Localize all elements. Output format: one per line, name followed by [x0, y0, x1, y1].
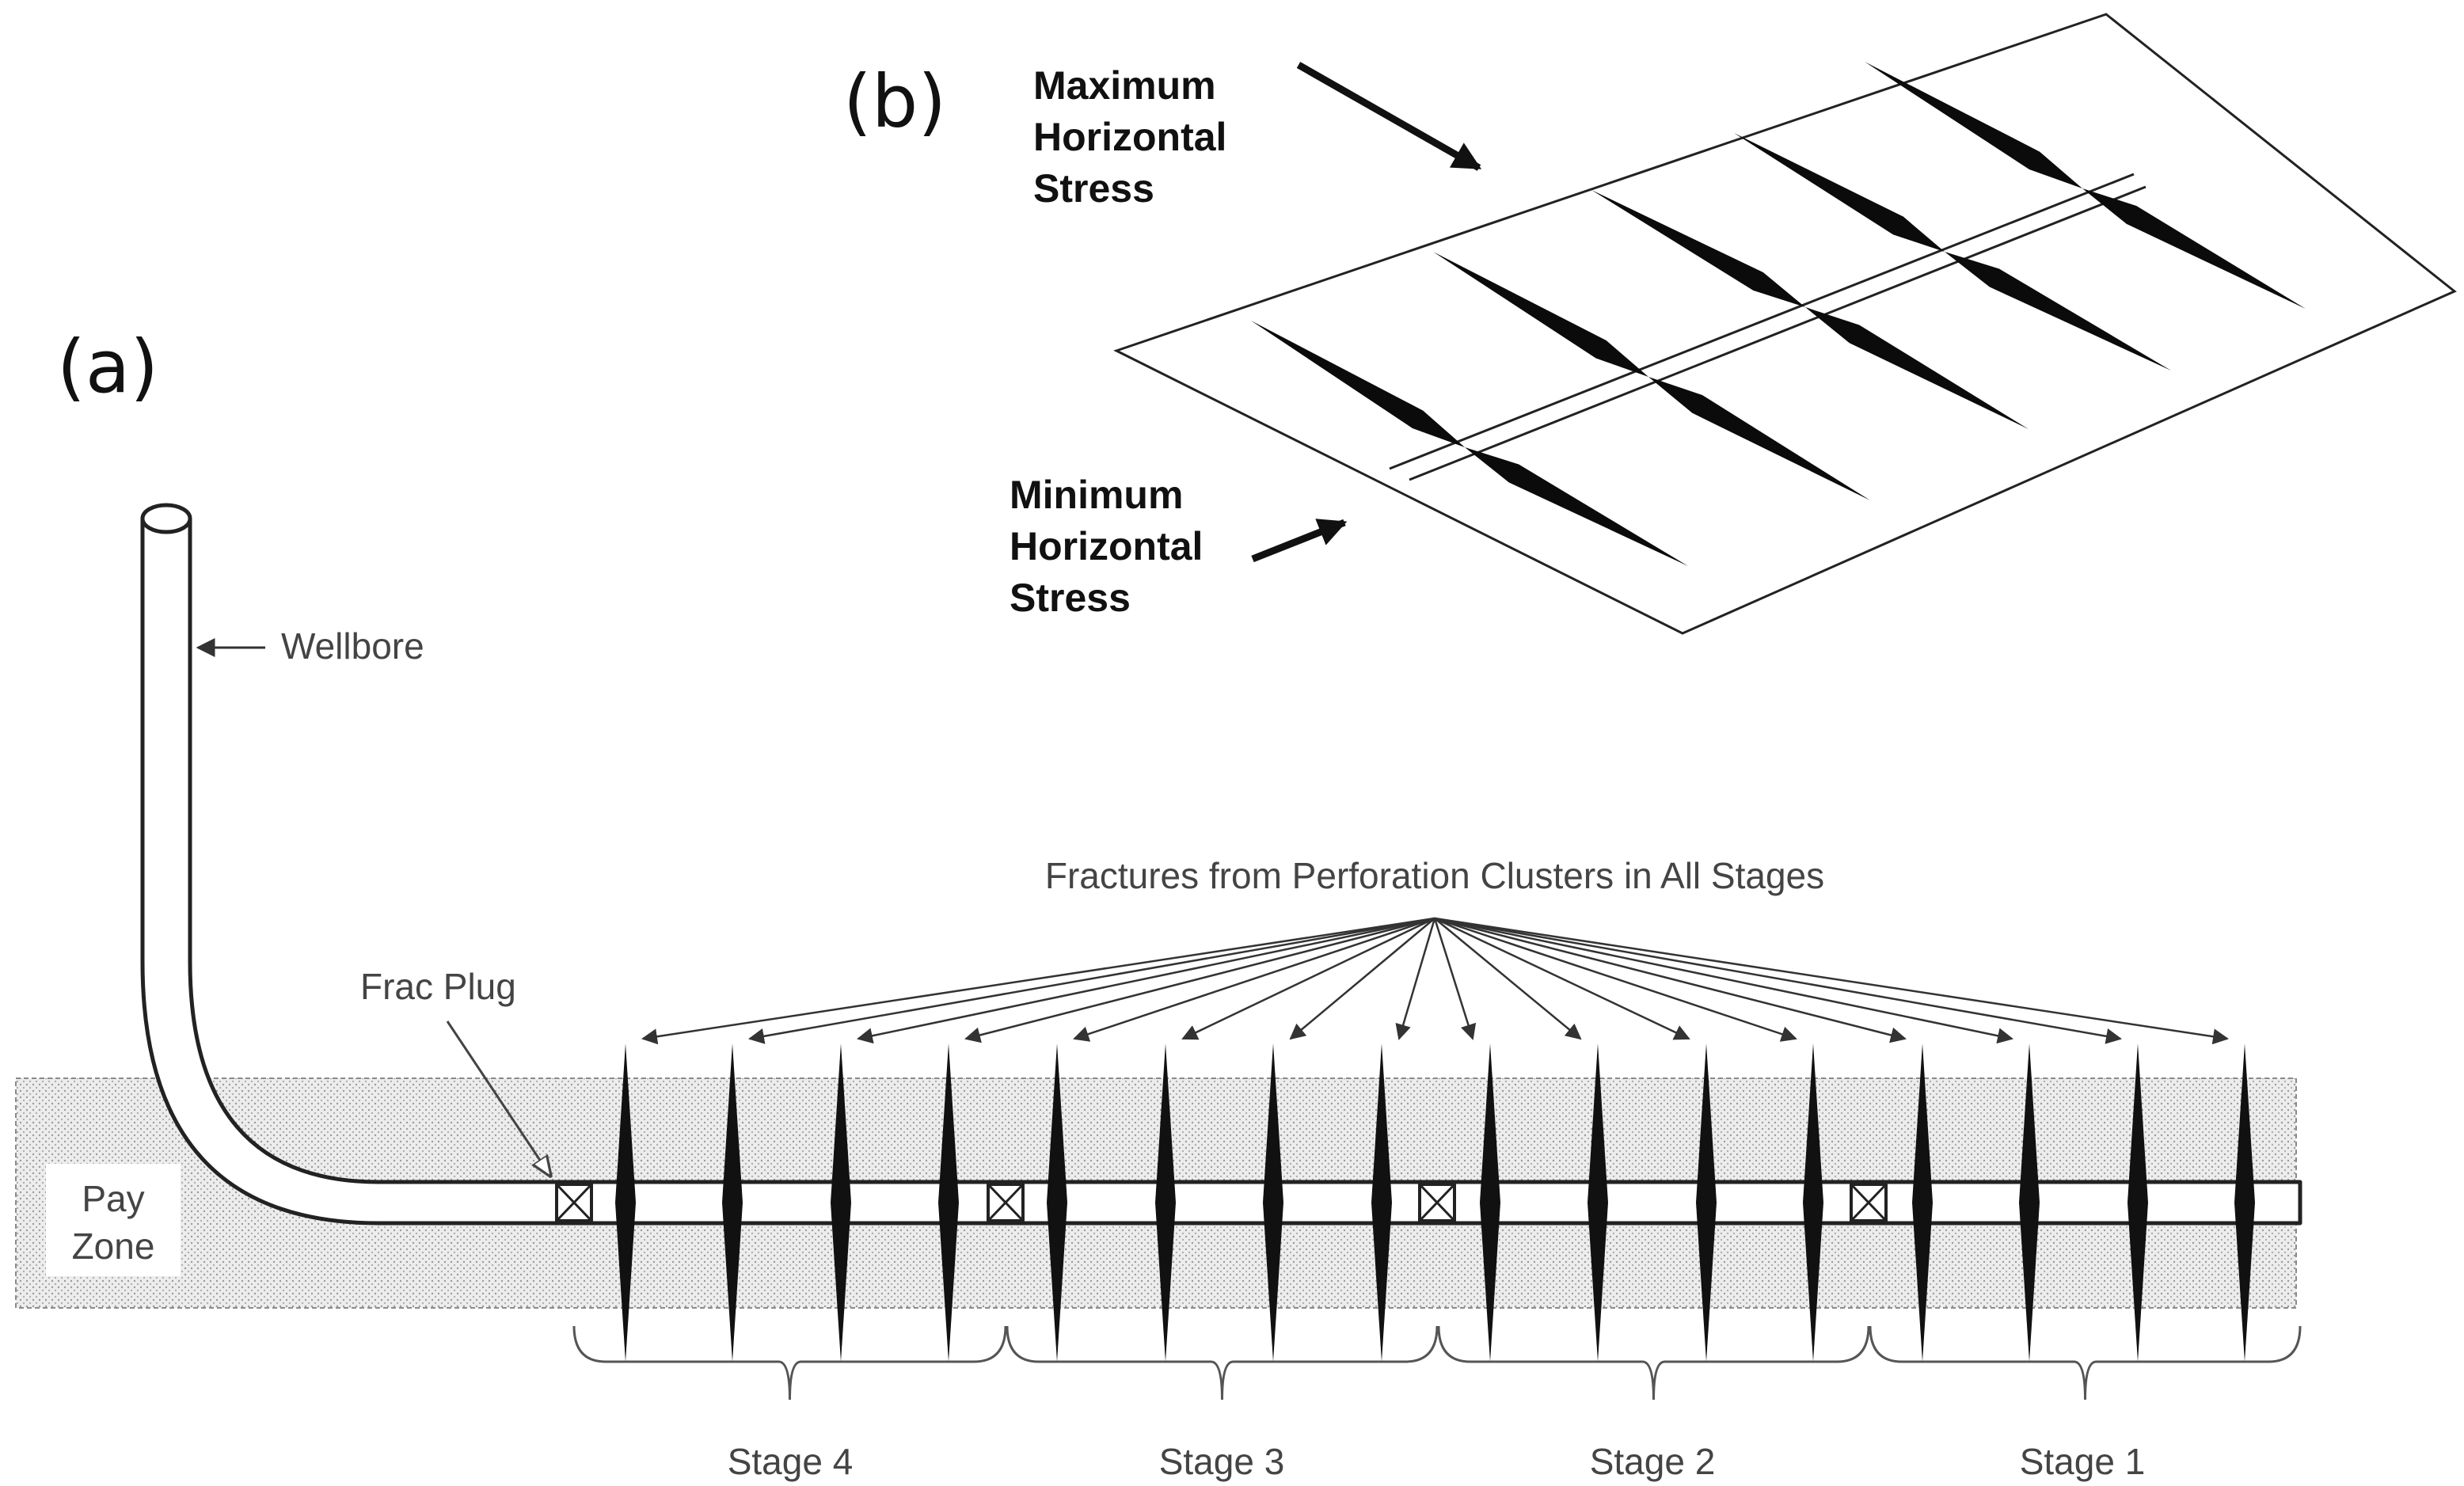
callout-arrow-7 — [1289, 918, 1435, 1040]
max-stress-label-line-3: Stress — [1033, 166, 1154, 211]
stage-brace-1 — [1869, 1325, 2302, 1400]
plane-fracture-2-left — [1433, 252, 1648, 377]
stage-brace-4 — [572, 1325, 1007, 1400]
callout-arrow-12 — [1434, 917, 1797, 1042]
perforation-fractures — [615, 1043, 2255, 1362]
fracture-9 — [1480, 1043, 1500, 1362]
fracture-12 — [1803, 1043, 1823, 1362]
fractures-label: Fractures from Perforation Clusters in A… — [1045, 855, 1824, 896]
pay-zone-label-line-1: Pay — [82, 1178, 144, 1219]
stage-labels: Stage 4 Stage 3 Stage 2 Stage 1 — [728, 1441, 2146, 1482]
min-stress-annotation: Minimum Horizontal Stress — [1010, 473, 1348, 620]
fracture-10 — [1588, 1043, 1608, 1362]
frac-plug-label: Frac Plug — [360, 966, 516, 1007]
callout-arrow-10 — [1434, 918, 1582, 1040]
plane-fractures — [1251, 62, 2306, 566]
wellbore-label: Wellbore — [281, 625, 424, 667]
frac-plug-2 — [987, 1183, 1025, 1222]
fracture-15 — [2127, 1043, 2148, 1362]
frac-plugs — [555, 1183, 1888, 1222]
fracture-6 — [1155, 1043, 1176, 1362]
max-stress-label-line-1: Maximum — [1033, 63, 1216, 108]
plane-fracture-4-right — [1945, 252, 2171, 371]
frac-plug-cross-b — [1850, 1183, 1888, 1222]
fracture-8 — [1371, 1043, 1392, 1362]
stage-label-1: Stage 1 — [2020, 1441, 2146, 1482]
callout-arrow-6 — [1181, 917, 1435, 1040]
plane-fracture-2-right — [1648, 377, 1870, 500]
plane-fracture-1-left — [1251, 321, 1465, 447]
min-stress-label-line-3: Stress — [1010, 576, 1131, 620]
stage-braces — [572, 1325, 2302, 1400]
stress-plane — [1113, 13, 2457, 635]
callout-arrow-4 — [964, 917, 1435, 1043]
fracture-7 — [1263, 1043, 1283, 1362]
min-stress-label-line-2: Horizontal — [1010, 524, 1203, 568]
fracture-3 — [831, 1043, 851, 1362]
plane-fracture-5-left — [1865, 62, 2082, 188]
fracture-5 — [1047, 1043, 1067, 1362]
fracture-4 — [938, 1043, 959, 1362]
pay-zone-label-box — [46, 1164, 181, 1276]
frac-plug-cross-b — [987, 1183, 1025, 1222]
plane-fracture-3-right — [1805, 307, 2029, 429]
frac-plug-label-arrow — [446, 1020, 550, 1176]
callout-arrow-11 — [1434, 917, 1690, 1040]
callout-arrow-16 — [1434, 917, 2229, 1045]
max-stress-arrow — [1296, 62, 1482, 171]
frac-plug-1 — [555, 1183, 593, 1222]
wellbore — [140, 519, 2302, 1226]
min-stress-arrow — [1251, 519, 1348, 563]
callout-arrow-2 — [748, 917, 1435, 1044]
panel-b: (b) Maximum Horizontal Stress Minimum Ho… — [843, 13, 2457, 635]
frac-plug-3 — [1418, 1183, 1456, 1222]
callout-arrow-9 — [1433, 918, 1477, 1040]
stage-brace-2 — [1437, 1325, 1870, 1400]
fracture-16 — [2234, 1043, 2255, 1362]
plane-wellbore-line-a — [1389, 173, 2135, 470]
fractures-callout-arrows — [641, 917, 2229, 1045]
callout-arrow-15 — [1434, 917, 2122, 1044]
panel-a-label: (a) — [57, 325, 158, 409]
stage-brace-3 — [1006, 1325, 1439, 1400]
callout-arrow-8 — [1395, 918, 1436, 1040]
callout-arrow-13 — [1434, 917, 1907, 1043]
stage-label-2: Stage 2 — [1590, 1441, 1716, 1482]
frac-plug-cross-b — [1418, 1183, 1456, 1222]
plane-fracture-4-left — [1734, 133, 1945, 252]
plane-fracture-3-left — [1591, 190, 1805, 307]
panel-a: (a) Pay Zone Wellbore Frac Plug Fracture… — [15, 325, 2302, 1482]
wellbore-top-opening — [140, 503, 192, 534]
fracture-11 — [1696, 1043, 1717, 1362]
fracture-14 — [2019, 1043, 2040, 1362]
min-stress-label-line-1: Minimum — [1010, 473, 1183, 517]
plane-fracture-1-right — [1465, 447, 1688, 566]
frac-plug-4 — [1850, 1183, 1888, 1222]
callout-arrow-1 — [641, 917, 1435, 1045]
pay-zone-label-line-2: Zone — [72, 1226, 155, 1267]
callout-arrow-3 — [857, 917, 1435, 1044]
callout-arrow-5 — [1073, 917, 1435, 1042]
plane-wellbore-line-b — [1409, 185, 2146, 481]
max-stress-annotation: Maximum Horizontal Stress — [1033, 62, 1482, 211]
plane-fracture-5-right — [2082, 188, 2306, 309]
fracture-13 — [1912, 1043, 1933, 1362]
frac-plug-cross-b — [555, 1183, 593, 1222]
stage-label-4: Stage 4 — [728, 1441, 854, 1482]
fracture-1 — [615, 1043, 636, 1362]
stage-label-3: Stage 3 — [1159, 1441, 1285, 1482]
panel-b-label: (b) — [843, 59, 946, 144]
max-stress-label-line-2: Horizontal — [1033, 115, 1226, 159]
callout-arrow-14 — [1434, 917, 2013, 1044]
fracture-2 — [722, 1043, 743, 1362]
